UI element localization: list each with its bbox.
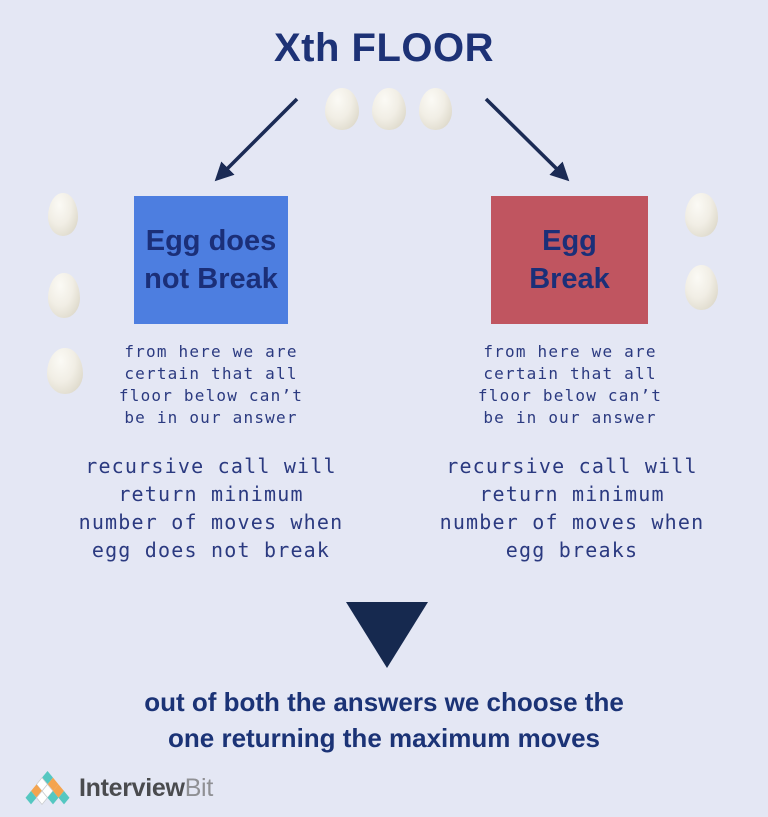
egg-break-box: Egg Break: [491, 196, 648, 324]
branch-arrow-left-icon: [214, 97, 299, 182]
brand-pyramid-icon: [25, 771, 70, 805]
egg-icon: [685, 265, 718, 310]
conclusion-text: out of both the answers we choose the on…: [144, 687, 624, 753]
brand-logo: InterviewBit: [25, 771, 213, 805]
brand-name: InterviewBit: [79, 774, 213, 803]
description-text-right: recursive call will return minimum numbe…: [439, 454, 705, 562]
note-text-left: from here we are certain that all floor …: [118, 342, 304, 427]
brand-name-primary: Interview: [79, 773, 185, 802]
egg-icon: [325, 88, 359, 130]
diagram-title: Xth FLOOR: [273, 26, 495, 70]
egg-not-break-box: Egg does not Break: [134, 196, 288, 324]
branch-arrow-right-icon: [484, 97, 570, 182]
egg-icon: [48, 193, 78, 236]
egg-break-label: Egg Break: [529, 225, 610, 295]
egg-icon: [685, 193, 718, 237]
egg-not-break-label: Egg does not Break: [144, 225, 278, 295]
brand-name-secondary: Bit: [184, 773, 214, 802]
egg-icon: [48, 273, 80, 318]
note-text-right: from here we are certain that all floor …: [477, 342, 663, 427]
description-text-left: recursive call will return minimum numbe…: [78, 454, 344, 562]
egg-icon: [47, 348, 83, 394]
egg-icon: [372, 88, 406, 130]
merge-triangle-icon: [346, 602, 428, 668]
egg-icon: [419, 88, 452, 130]
